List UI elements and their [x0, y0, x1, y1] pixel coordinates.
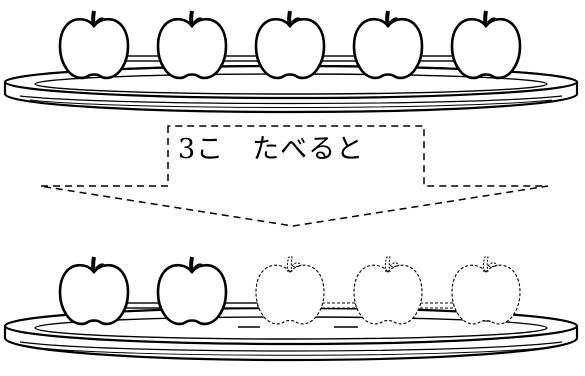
- caption-text: 3こ たべると: [178, 134, 365, 165]
- eaten-apple-outline-icon: [255, 256, 325, 325]
- apple-icon: [352, 9, 424, 80]
- apple-icon: [254, 9, 326, 80]
- apple-icon: [156, 255, 228, 326]
- top-apple-row: [58, 9, 522, 80]
- top-plate: [3, 64, 579, 114]
- dashed-arrow-icon: [39, 125, 549, 227]
- apple-icon: [58, 9, 130, 80]
- eaten-apple-outline-icon: [353, 256, 423, 325]
- apple-icon: [58, 255, 130, 326]
- eaten-apple-outline-icon: [451, 256, 521, 325]
- bottom-apple-row: [58, 255, 521, 328]
- bottom-plate: [3, 306, 579, 362]
- apple-icon: [450, 9, 522, 80]
- apple-icon: [156, 9, 228, 80]
